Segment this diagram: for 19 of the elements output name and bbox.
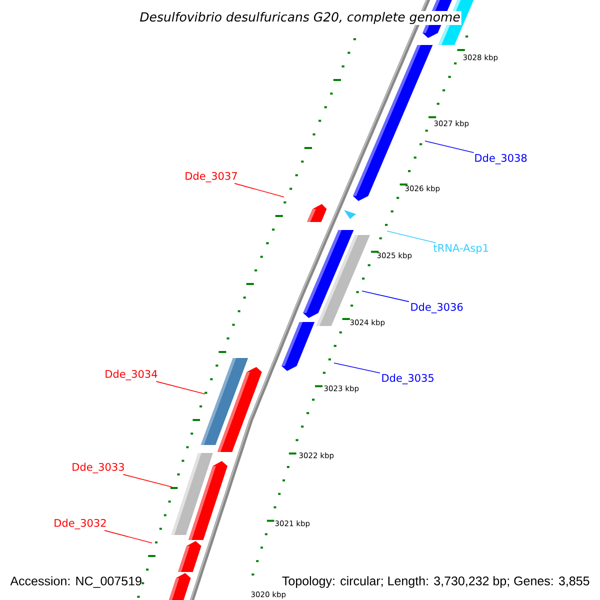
leader-line: [156, 381, 206, 394]
leader-line: [334, 362, 380, 374]
gene-label: Dde_3037: [186, 172, 237, 182]
gene-label: Dde_3034: [106, 370, 158, 380]
leader-line: [234, 183, 284, 198]
leader-line: [424, 140, 474, 153]
leader-line: [386, 230, 436, 244]
leader-line: [362, 290, 410, 302]
gene-label: tRNA-Asp1: [433, 244, 488, 254]
gene-label: Dde_3036: [411, 302, 463, 314]
gene-label: Dde_3033: [72, 462, 124, 474]
gene-label: Dde_3035: [382, 374, 434, 384]
leader-line: [104, 530, 152, 544]
gene-label: Dde_3032: [54, 518, 106, 530]
gene-label: Dde_3038: [475, 154, 527, 164]
leader-line: [122, 474, 172, 488]
genome-info-text: Topology: circular; Length: 3,730,232 bp; Genes: 3,855: [282, 576, 590, 588]
accession-text: Accession: NC_007519: [10, 576, 142, 588]
title: Desulfovibrio desulfuricans G20, complete genome: [138, 10, 462, 26]
